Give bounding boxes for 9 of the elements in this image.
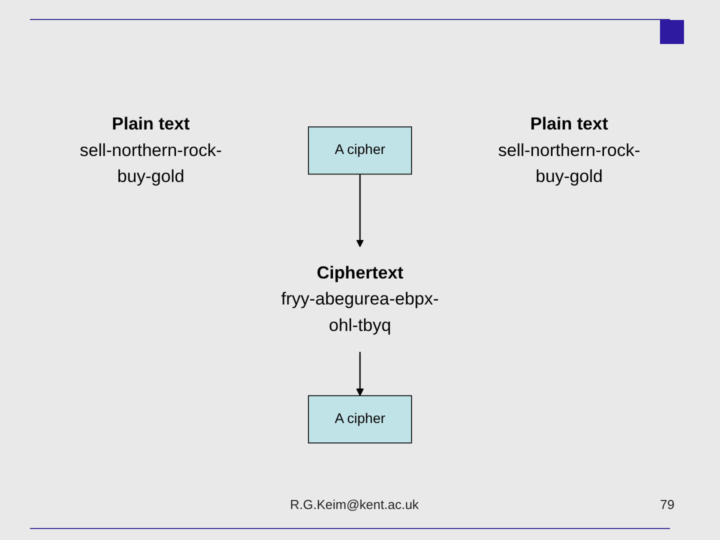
- node-text: Ciphertext fryy-abegurea-ebpx-ohl-tbyq: [281, 262, 439, 335]
- page-number: 79: [660, 497, 674, 512]
- node-text: Plain text sell-northern-rock-buy-gold: [80, 114, 222, 186]
- arrow: [356, 174, 364, 247]
- node-box: A cipher: [308, 394, 412, 443]
- arrow: [356, 351, 364, 396]
- email-address: R.G.Keim@kent.ac.uk: [290, 497, 419, 512]
- node-box: A cipher: [308, 126, 412, 174]
- node-text: Plain text sell-northern-rock-buy-gold: [498, 114, 640, 186]
